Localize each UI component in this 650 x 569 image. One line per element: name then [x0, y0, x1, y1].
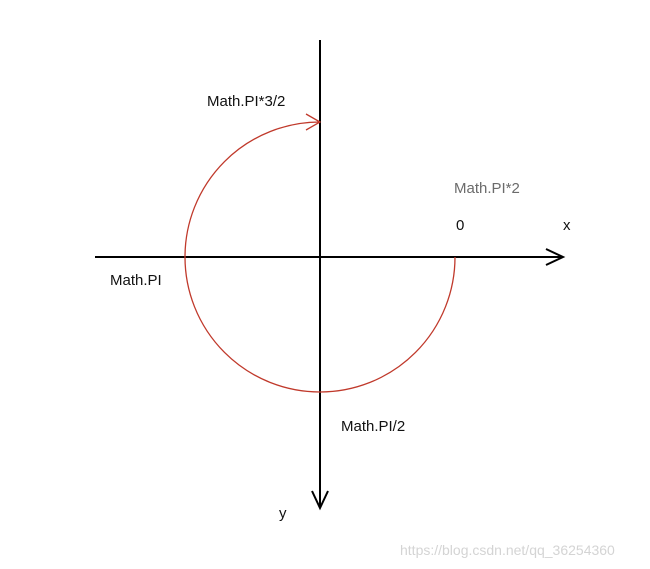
label-pi-half: Math.PI/2 [341, 418, 406, 435]
label-two-pi: Math.PI*2 [454, 180, 520, 197]
y-axis-label: y [279, 505, 287, 522]
y-axis-arrowhead [311, 490, 329, 511]
x-axis-arrowhead [545, 248, 566, 266]
label-zero: 0 [456, 217, 465, 234]
watermark: https://blog.csdn.net/qq_36254360 [400, 542, 615, 558]
label-three-half-pi: Math.PI*3/2 [207, 93, 286, 110]
x-axis-label: x [563, 217, 571, 234]
arc-arrowhead [305, 113, 322, 131]
label-pi: Math.PI [110, 272, 162, 289]
angle-arc [184, 121, 456, 393]
